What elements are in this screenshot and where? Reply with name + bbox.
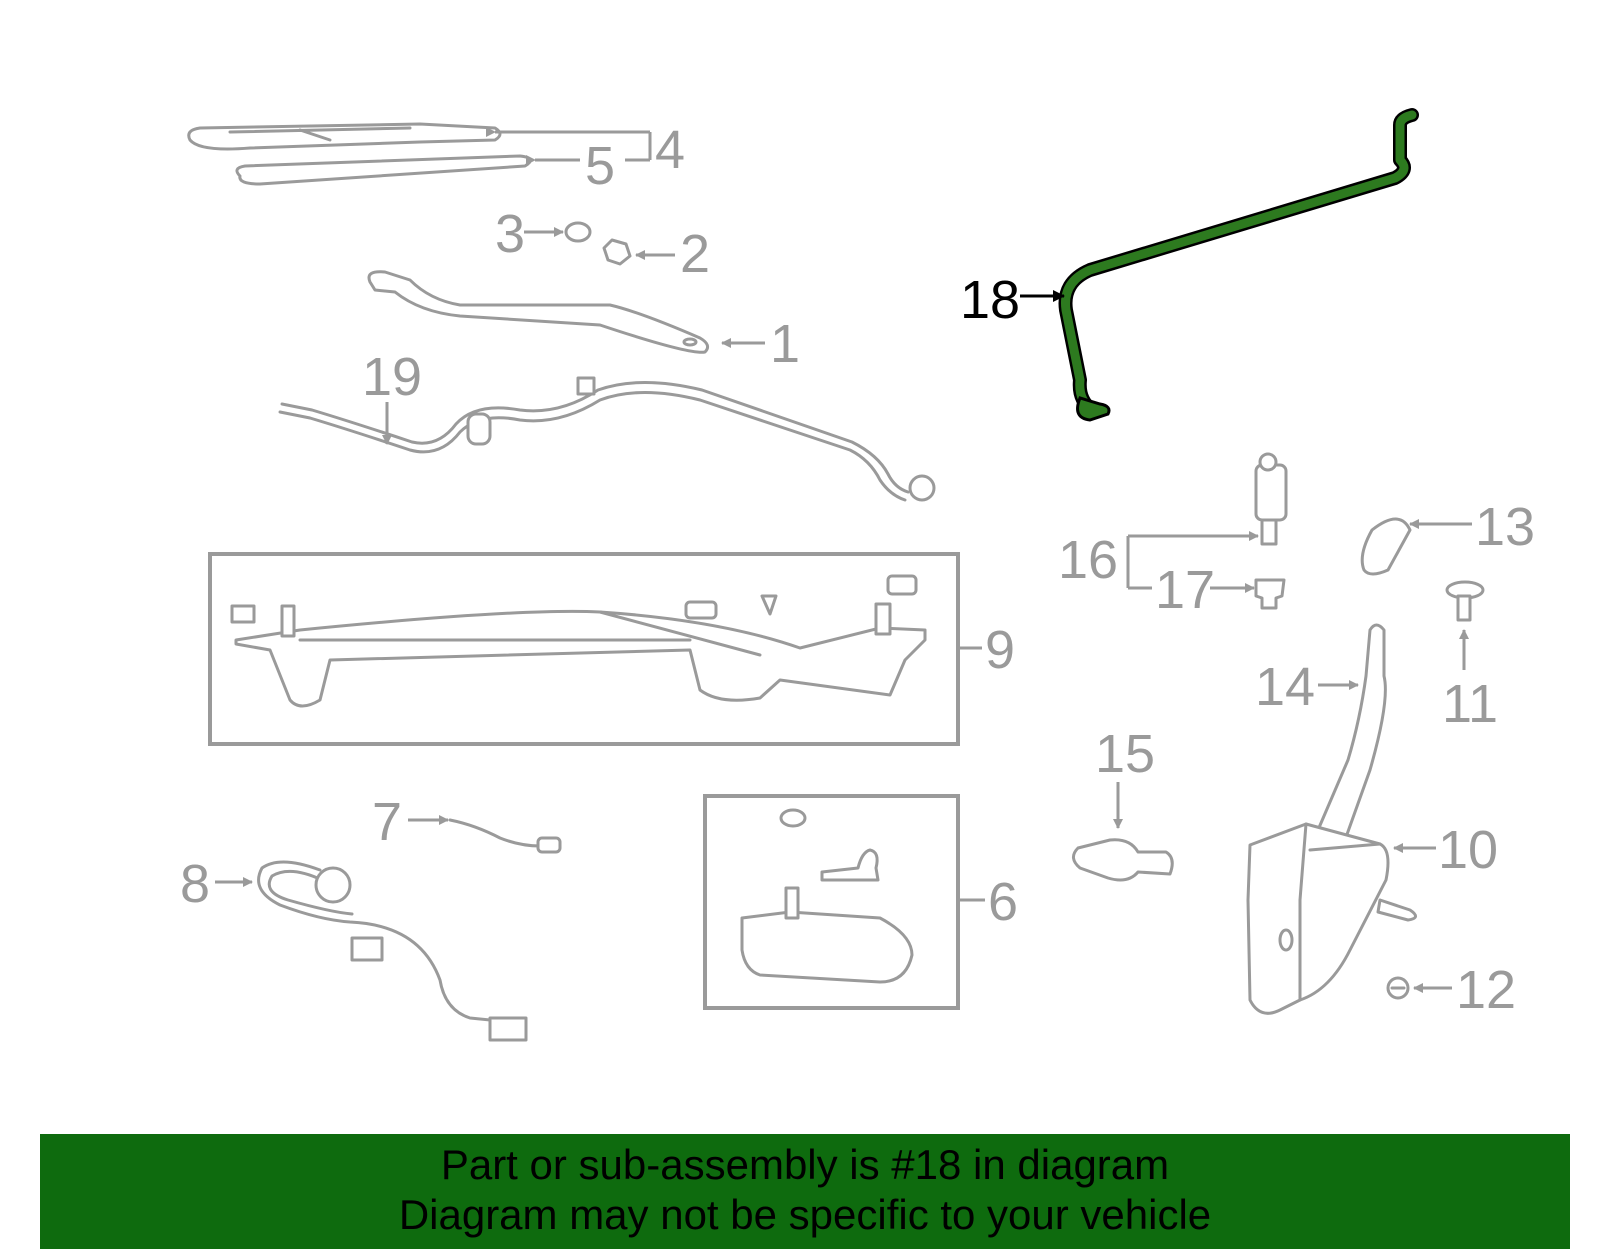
- callout-19: 19: [362, 347, 422, 407]
- wiper-blade-part-4[interactable]: [187, 122, 502, 151]
- banner-line-1: Part or sub-assembly is #18 in diagram: [440, 1141, 1170, 1188]
- washer-reservoir-part-10[interactable]: [1246, 822, 1417, 1015]
- callout-10: 10: [1438, 820, 1498, 880]
- callout-2: 2: [680, 224, 710, 284]
- callout-17: 17: [1155, 560, 1215, 620]
- banner-line-2: Diagram may not be specific to your vehi…: [398, 1191, 1212, 1238]
- pump-motor-part-15[interactable]: [1072, 838, 1174, 882]
- callout-11: 11: [1442, 674, 1498, 734]
- filler-neck-part-14[interactable]: [1316, 623, 1387, 842]
- info-banner: Part or sub-assembly is #18 in diagram D…: [40, 1134, 1570, 1249]
- callout-4: 4: [655, 120, 685, 180]
- washer-part-3[interactable]: [564, 221, 592, 243]
- callout-4-5-bracket: [486, 127, 652, 165]
- callout-18: 18: [960, 270, 1020, 330]
- callout-6: 6: [988, 872, 1018, 932]
- connector-part-7[interactable]: [448, 818, 562, 854]
- motor-box-part-6: [703, 794, 960, 1010]
- nut-part-12[interactable]: [1386, 976, 1410, 1000]
- washer-hose-part-19[interactable]: [278, 376, 936, 502]
- nut-part-2[interactable]: [602, 238, 632, 266]
- clip-part-13[interactable]: [1360, 517, 1412, 576]
- callout-13: 13: [1475, 497, 1535, 557]
- callout-16-17-bracket: [1126, 531, 1259, 593]
- callout-5: 5: [585, 136, 615, 196]
- callout-8: 8: [180, 854, 210, 914]
- callout-15: 15: [1095, 724, 1155, 784]
- callout-3: 3: [495, 204, 525, 264]
- wiper-motor-part-6[interactable]: [740, 808, 914, 984]
- callout-14: 14: [1255, 657, 1315, 717]
- grommet-part-17[interactable]: [1254, 578, 1286, 610]
- callout-12: 12: [1456, 960, 1516, 1020]
- wiper-linkage-part-9[interactable]: [230, 574, 927, 708]
- washer-hose-part-18[interactable]: [1058, 108, 1419, 422]
- wire-harness-part-8[interactable]: [257, 860, 528, 1042]
- callout-9: 9: [985, 620, 1015, 680]
- wiper-arm-part-1[interactable]: [367, 270, 710, 354]
- callout-7: 7: [372, 792, 402, 852]
- blade-insert-part-5[interactable]: [235, 154, 532, 186]
- bolt-part-11[interactable]: [1445, 580, 1485, 622]
- washer-pump-part-16[interactable]: [1254, 452, 1288, 546]
- callout-16: 16: [1058, 530, 1118, 590]
- callout-1: 1: [770, 314, 800, 374]
